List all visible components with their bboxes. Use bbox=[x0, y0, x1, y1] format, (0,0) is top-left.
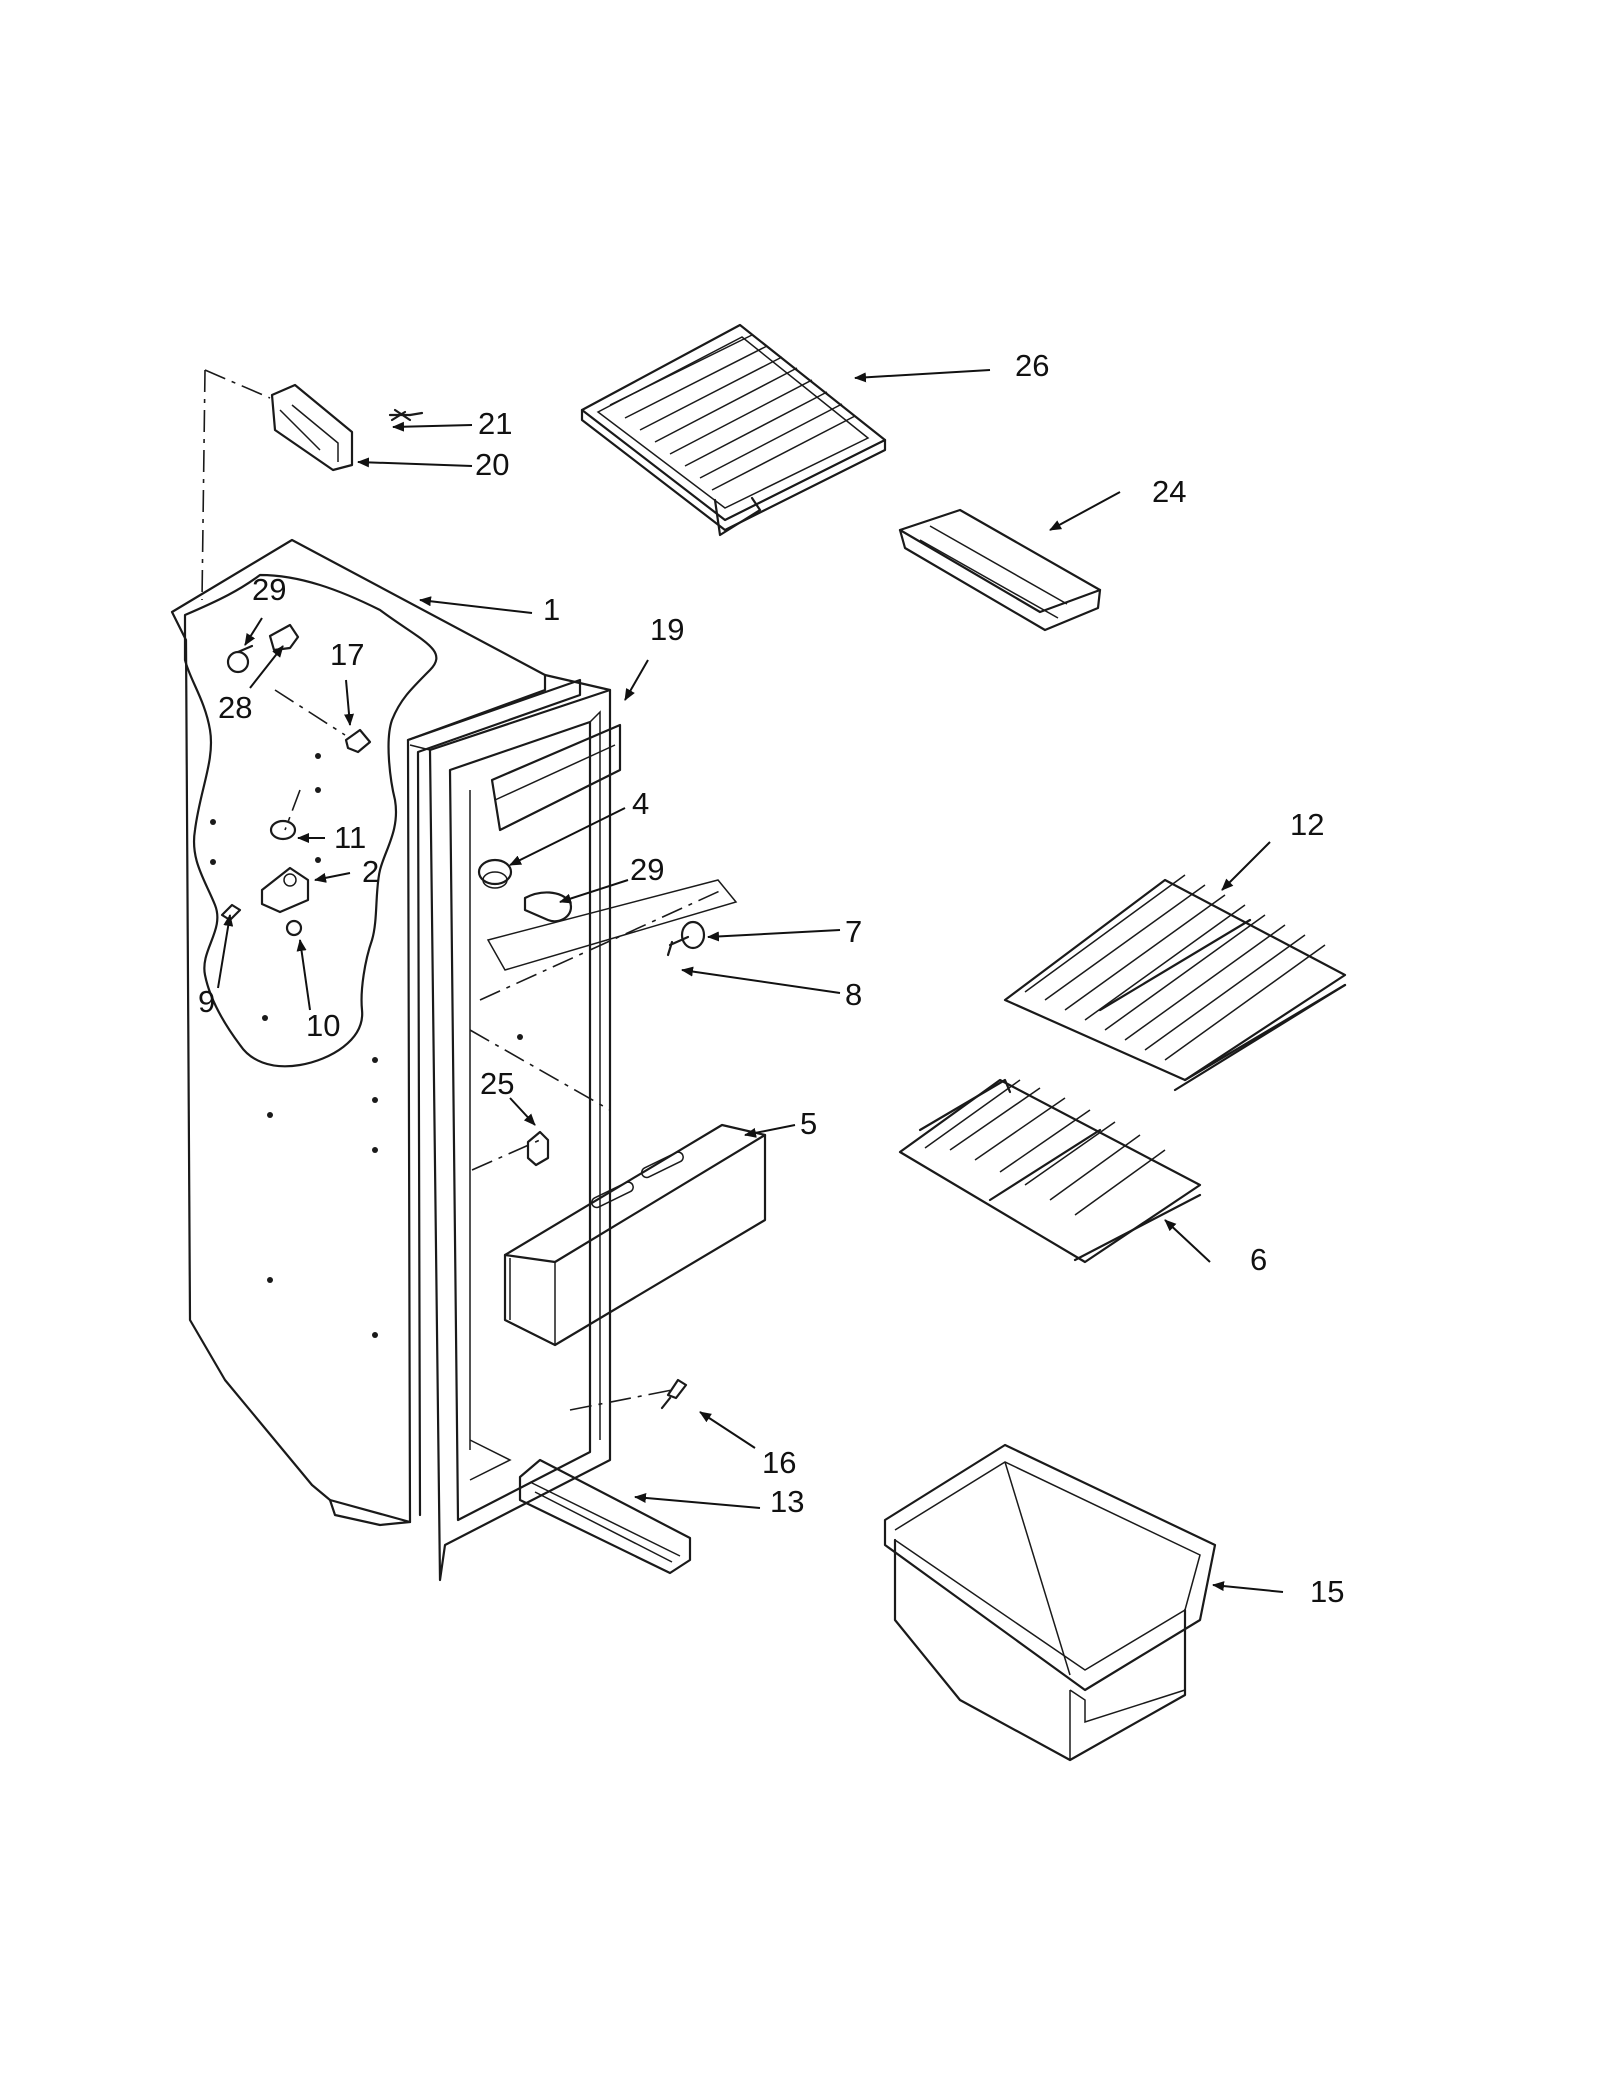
light-shield-19 bbox=[490, 723, 622, 832]
light-socket bbox=[268, 623, 300, 652]
callout-12: 12 bbox=[1290, 807, 1324, 842]
duct-cover bbox=[503, 1123, 767, 1347]
callout-9: 9 bbox=[198, 984, 215, 1019]
callout-25: 25 bbox=[480, 1066, 514, 1101]
callout-29-left: 29 bbox=[252, 572, 286, 607]
callout-24: 24 bbox=[1152, 474, 1186, 509]
callout-21: 21 bbox=[478, 406, 512, 441]
wire-shelf-6 bbox=[898, 1078, 1202, 1264]
callout-8: 8 bbox=[845, 977, 862, 1012]
callout-17: 17 bbox=[330, 637, 364, 672]
storage-bin bbox=[883, 1443, 1217, 1762]
leader-lines bbox=[217, 369, 1284, 1593]
shelf-rack-top bbox=[580, 323, 887, 537]
connector bbox=[526, 1130, 550, 1167]
callout-11: 11 bbox=[334, 820, 366, 855]
callout-13: 13 bbox=[770, 1484, 804, 1519]
callout-2: 2 bbox=[362, 854, 379, 889]
callout-20: 20 bbox=[475, 447, 509, 482]
callout-6: 6 bbox=[1250, 1242, 1267, 1277]
screw-10 bbox=[285, 919, 303, 937]
screw bbox=[388, 408, 424, 422]
clip bbox=[344, 728, 372, 754]
lamp-socket-right bbox=[477, 858, 513, 889]
callout-19: 19 bbox=[650, 612, 684, 647]
callout-7: 7 bbox=[845, 914, 862, 949]
callout-15: 15 bbox=[1310, 1574, 1344, 1609]
callout-5: 5 bbox=[800, 1106, 817, 1141]
damper-panel bbox=[486, 879, 738, 971]
ice-cube-tray bbox=[898, 508, 1102, 632]
screw-assembly bbox=[666, 920, 706, 957]
callout-10: 10 bbox=[306, 1008, 340, 1043]
light-bulb-right bbox=[523, 891, 573, 923]
bracket bbox=[270, 383, 354, 472]
light-switch bbox=[260, 866, 310, 914]
wire-shelf-12 bbox=[1003, 874, 1347, 1092]
light-shield bbox=[269, 819, 297, 841]
screw-16 bbox=[660, 1378, 688, 1410]
callout-29-right: 29 bbox=[630, 852, 664, 887]
callout-28: 28 bbox=[218, 690, 252, 725]
callout-16: 16 bbox=[762, 1445, 796, 1480]
callouts: 1 21 20 29 28 17 11 2 9 10 19 4 29 7 8 2… bbox=[198, 348, 1344, 1609]
screw-9 bbox=[220, 903, 242, 922]
light-bulb bbox=[226, 644, 254, 674]
callout-4: 4 bbox=[632, 786, 649, 821]
callout-1: 1 bbox=[543, 592, 560, 627]
callout-26: 26 bbox=[1015, 348, 1049, 383]
base-grille bbox=[518, 1458, 692, 1575]
